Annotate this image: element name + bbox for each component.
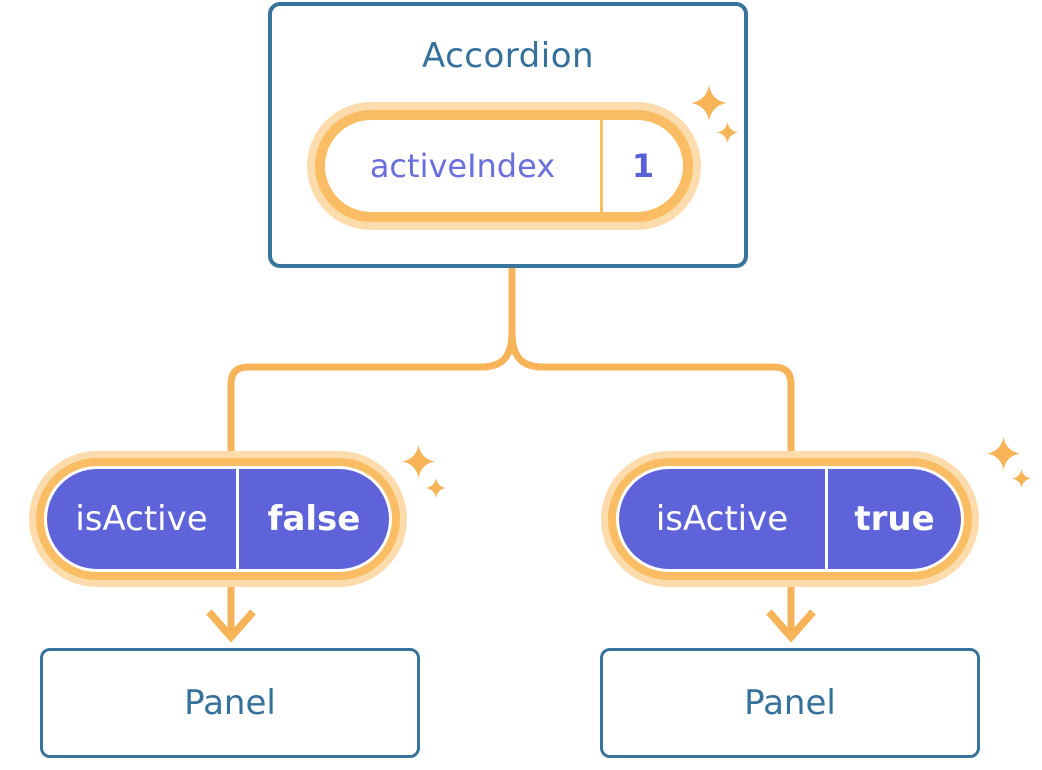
sparkle-icon [691, 85, 727, 121]
prop-label: isActive [655, 499, 789, 539]
arrowhead-down-icon [206, 609, 256, 643]
accordion-title: Accordion [421, 36, 595, 76]
state-label: activeIndex [369, 147, 556, 185]
sparkle-icon [402, 445, 435, 478]
branch-line-right [508, 266, 795, 633]
pill-divider [236, 469, 239, 569]
prop-value: true [854, 499, 935, 539]
prop-label: isActive [75, 499, 208, 539]
state-value: 1 [631, 147, 655, 185]
active-index-state-pill: activeIndex 1 [315, 110, 693, 222]
sparkle-icon [426, 478, 446, 498]
sparkle-icon [1012, 469, 1031, 488]
arrowhead-down-icon [766, 609, 816, 643]
panel-component-card: Panel [40, 648, 420, 758]
branch-line-left [227, 266, 516, 633]
is-active-pill-false: isActive false [44, 466, 392, 572]
panel-component-card: Panel [600, 648, 980, 758]
is-active-pill-true: isActive true [616, 466, 964, 572]
pill-divider [600, 120, 603, 212]
prop-value: false [267, 499, 361, 539]
pill-divider [825, 469, 828, 569]
sparkle-icon [717, 122, 738, 143]
sparkle-icon [987, 437, 1020, 470]
